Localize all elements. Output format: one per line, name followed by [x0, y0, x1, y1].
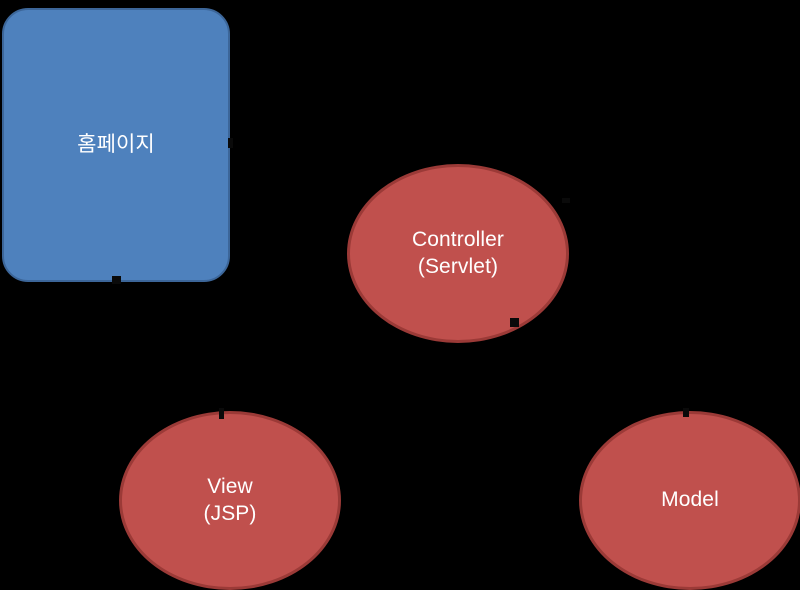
- node-controller-label: Controller (Servlet): [411, 227, 505, 278]
- connector-notch-controller-right-upper: [562, 198, 570, 203]
- connector-notch-homepage-right: [228, 138, 233, 148]
- node-homepage-label: 홈페이지: [77, 132, 155, 156]
- connector-notch-view-top: [219, 408, 224, 419]
- node-model-label: Model: [661, 488, 719, 512]
- connector-notch-homepage-bottom: [112, 276, 121, 284]
- node-controller[interactable]: Controller (Servlet): [347, 164, 569, 343]
- node-homepage[interactable]: 홈페이지: [2, 8, 230, 282]
- node-view-label: View (JSP): [203, 474, 257, 525]
- node-model[interactable]: Model: [579, 411, 800, 590]
- node-view[interactable]: View (JSP): [119, 411, 341, 590]
- connector-notch-model-top: [683, 408, 689, 417]
- connector-notch-controller-right-lower: [510, 318, 519, 327]
